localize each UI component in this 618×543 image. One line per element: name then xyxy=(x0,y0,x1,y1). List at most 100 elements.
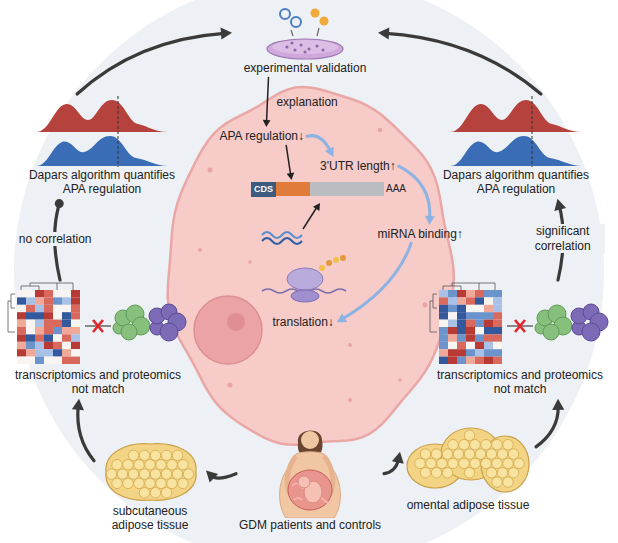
heatmap-cell xyxy=(53,342,62,349)
patients-node: GDM patients and controls xyxy=(236,424,384,534)
heatmap-cell xyxy=(448,357,457,364)
fat-cell xyxy=(442,468,452,478)
fat-cell xyxy=(112,459,122,469)
fat-cell xyxy=(134,459,144,469)
heatmap-cell xyxy=(439,312,448,319)
flow-connector xyxy=(286,145,291,175)
heatmap-cell xyxy=(26,320,35,327)
heatmap-cell xyxy=(457,305,466,312)
heatmap-cell xyxy=(26,312,35,319)
heatmap-cell xyxy=(53,312,62,319)
heatmap-cell xyxy=(53,349,62,356)
arrow-head xyxy=(72,399,84,411)
arrow-head xyxy=(206,471,218,483)
arrow-head xyxy=(221,27,232,39)
arrow-head xyxy=(552,399,564,410)
heatmap-cell xyxy=(44,342,53,349)
fat-cell xyxy=(161,488,171,498)
heatmap-cell xyxy=(26,290,35,297)
fat-cell xyxy=(464,430,474,440)
fat-cell xyxy=(139,488,149,498)
heatmap-cell xyxy=(71,297,80,304)
node-text: miRNA binding↑ xyxy=(378,227,463,241)
arrow-head xyxy=(378,27,389,39)
heatmap-cell xyxy=(493,349,502,356)
art-g xyxy=(285,41,324,53)
art-ellipse xyxy=(441,428,501,480)
heatmap-cell xyxy=(26,342,35,349)
heatmap-cell xyxy=(26,305,35,312)
fat-cell xyxy=(150,488,160,498)
omics-node: transcriptomics and proteomics not match xyxy=(425,280,615,399)
heatmap-cell xyxy=(466,305,475,312)
art-circle xyxy=(303,50,306,53)
node-text: Dapars algorithm quantifies APA regulati… xyxy=(436,168,596,197)
art-circle xyxy=(398,378,402,382)
pregnant-woman-icon xyxy=(250,426,370,518)
heatmap-cell xyxy=(457,342,466,349)
arrow-head xyxy=(263,120,271,127)
art-ellipse xyxy=(287,268,323,290)
heatmap-cell xyxy=(466,290,475,297)
polya-label: AAA xyxy=(386,183,406,195)
art-circle xyxy=(121,324,137,340)
fat-cell xyxy=(183,469,193,479)
flow-connector xyxy=(342,243,411,319)
art-path xyxy=(93,320,103,332)
heatmap-cell xyxy=(44,312,53,319)
heatmap-cell xyxy=(493,305,502,312)
mirna-symbol xyxy=(262,232,302,244)
flow-connector xyxy=(267,77,269,122)
tissue-node: subcutaneous adipose tissue xyxy=(94,436,206,535)
node-text: omental adipose tissue xyxy=(403,498,533,512)
heatmap-cell xyxy=(448,349,457,356)
heatmap-cell xyxy=(62,312,71,319)
heatmap-cell xyxy=(439,320,448,327)
petri-dish-icon xyxy=(235,5,375,61)
art-path xyxy=(8,283,73,332)
art-path xyxy=(36,136,168,166)
heatmap-cell xyxy=(475,290,484,297)
heatmap-cell xyxy=(44,297,53,304)
heatmap-cell xyxy=(44,357,53,364)
heatmap-cell xyxy=(439,327,448,334)
heatmap-cell xyxy=(493,312,502,319)
heatmap-cell xyxy=(62,334,71,341)
process-label: translation↓ xyxy=(270,313,337,331)
heatmap-cell xyxy=(35,305,44,312)
ribosome xyxy=(262,255,346,302)
heatmap-cell xyxy=(17,327,26,334)
art-circle xyxy=(311,9,320,18)
connector-label: explanation xyxy=(274,95,339,109)
heatmap-cell xyxy=(17,342,26,349)
cds-label: CDS xyxy=(251,182,276,197)
heatmap-cell xyxy=(484,290,493,297)
art-ellipse xyxy=(272,40,338,54)
dot-head xyxy=(55,199,64,208)
heatmap-cell xyxy=(44,320,53,327)
ground-circle xyxy=(14,0,604,543)
fat-cell xyxy=(123,459,133,469)
fat-cell xyxy=(459,458,469,468)
fat-cell xyxy=(508,449,518,459)
art-ellipse xyxy=(267,39,343,59)
heatmap-cell xyxy=(17,320,26,327)
fat-cell xyxy=(139,469,149,479)
heatmap-cell xyxy=(44,349,53,356)
node-text: transcriptomics and proteomics not match xyxy=(6,368,190,397)
heatmap-cell xyxy=(484,305,493,312)
fat-cell xyxy=(481,439,491,449)
subcutaneous-tissue-icon xyxy=(98,438,202,504)
validation-node: experimental validation xyxy=(232,3,378,77)
fat-cell xyxy=(178,459,188,469)
heatmap-cell xyxy=(466,357,475,364)
heatmap-cell xyxy=(484,312,493,319)
heatmap-cell xyxy=(17,357,26,364)
art-circle xyxy=(348,343,352,347)
heatmap-cell xyxy=(457,320,466,327)
heatmap-cell xyxy=(62,290,71,297)
node-text: subcutaneous adipose tissue xyxy=(97,504,203,533)
density-plot-icon xyxy=(436,96,596,168)
fat-cell xyxy=(139,450,149,460)
art-circle xyxy=(320,17,329,26)
